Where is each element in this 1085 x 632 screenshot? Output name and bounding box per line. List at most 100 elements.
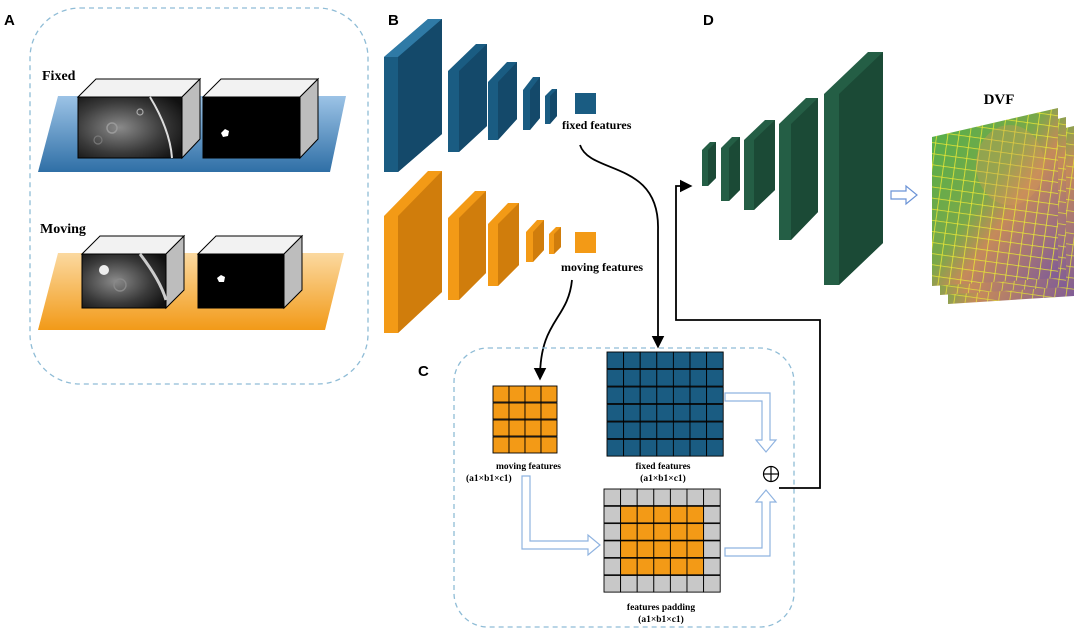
- fixed-encoder-layer-4: [523, 77, 540, 130]
- decoder-to-dvf-arrow: [890, 184, 918, 206]
- padding-to-sum-arrow: [724, 489, 778, 557]
- padding-border-cell: [603, 505, 622, 524]
- fixed-mask-cube: [201, 77, 320, 160]
- moving-label: Moving: [40, 222, 86, 237]
- fixed-grid-cell: [656, 439, 674, 457]
- padding-border-cell: [669, 575, 688, 593]
- fixed-features-label: fixed features: [562, 118, 632, 132]
- fixed-grid-cell: [689, 404, 708, 422]
- fixed-grid-cell: [706, 404, 724, 422]
- moving-grid-cell: [508, 402, 526, 420]
- padding-inner-cell: [686, 540, 705, 558]
- padding-inner-cell: [653, 557, 671, 576]
- padding-inner-cell: [620, 557, 638, 576]
- fixed-grid-cell: [689, 351, 708, 370]
- padding-border-cell: [603, 575, 622, 593]
- padding-inner-cell: [669, 505, 688, 524]
- fixed-encoder-layer-2: [448, 44, 487, 152]
- padding-border-cell: [603, 488, 622, 507]
- moving-grid-cell: [492, 419, 510, 437]
- moving-grid-cell: [540, 436, 558, 454]
- fixed-features-grid-dims: (a1×b1×c1): [640, 473, 686, 484]
- padding-features-grid: [603, 488, 721, 593]
- fixed-grid-cell: [639, 421, 658, 440]
- fixed-to-sum-arrow: [724, 392, 778, 453]
- fixed-grid-cell: [639, 369, 658, 387]
- fixed-grid-cell: [623, 404, 641, 422]
- padding-border-cell: [686, 488, 705, 507]
- padding-inner-cell: [620, 523, 638, 541]
- padding-inner-cell: [686, 557, 705, 576]
- moving-grid-cell: [508, 436, 526, 454]
- moving-encoder-layer-1: [384, 171, 442, 333]
- moving-image-cube: [80, 234, 186, 310]
- padding-inner-cell: [636, 523, 655, 541]
- padding-inner-cell: [669, 557, 688, 576]
- dvf-stack: [932, 108, 1074, 304]
- fixed-grid-cell: [706, 351, 724, 370]
- padding-inner-cell: [686, 505, 705, 524]
- panel-d: D DVF: [702, 12, 1074, 304]
- sum-to-decoder-arrow: [675, 179, 821, 489]
- moving-encoder-layer-2: [448, 191, 486, 300]
- panel-c-letter: C: [418, 363, 429, 380]
- padding-inner-cell: [653, 540, 671, 558]
- fixed-grid-cell: [689, 439, 708, 457]
- padding-inner-cell: [620, 540, 638, 558]
- fixed-grid-cell: [672, 421, 691, 440]
- moving-grid-cell: [540, 419, 558, 437]
- fixed-grid-cell: [623, 421, 641, 440]
- padding-border-cell: [703, 488, 721, 507]
- fixed-grid-cell: [672, 351, 691, 370]
- fixed-features-block: [575, 93, 596, 114]
- padding-border-cell: [603, 540, 622, 558]
- padding-inner-cell: [669, 540, 688, 558]
- fixed-grid-cell: [656, 351, 674, 370]
- fixed-encoder-layer-5: [545, 89, 557, 124]
- fixed-image-cube: [76, 77, 202, 160]
- padding-border-cell: [669, 488, 688, 507]
- padding-border-cell: [703, 523, 721, 541]
- moving-features-grid-dims: (a1×b1×c1): [466, 473, 512, 484]
- fixed-grid-cell: [606, 421, 625, 440]
- fixed-grid-cell: [689, 386, 708, 405]
- padding-border-cell: [636, 575, 655, 593]
- moving-grid-cell: [492, 436, 510, 454]
- fixed-grid-cell: [606, 369, 625, 387]
- fixed-features-grid-label: fixed features: [636, 462, 691, 472]
- moving-to-grid-arrow: [533, 279, 573, 381]
- moving-grid-cell: [508, 385, 526, 403]
- panel-d-letter: D: [703, 12, 714, 29]
- decoder-layer-3: [744, 120, 775, 210]
- padding-border-cell: [636, 488, 655, 507]
- decoder-layer-5: [824, 52, 883, 285]
- fixed-grid-cell: [689, 369, 708, 387]
- panel-b-letter: B: [388, 12, 399, 29]
- padding-inner-cell: [653, 505, 671, 524]
- fixed-encoder-layer-1: [384, 19, 442, 172]
- decoder-layer-2: [721, 137, 740, 201]
- sum-operator: [762, 465, 780, 483]
- moving-encoder-layer-4: [526, 220, 544, 262]
- padding-inner-cell: [636, 540, 655, 558]
- padding-border-cell: [653, 575, 671, 593]
- decoder: [702, 52, 883, 285]
- dvf-label: DVF: [984, 92, 1015, 108]
- fixed-grid-cell: [689, 421, 708, 440]
- fixed-grid-cell: [656, 421, 674, 440]
- padding-inner-cell: [669, 523, 688, 541]
- moving-grid-cell: [540, 402, 558, 420]
- padding-border-cell: [620, 488, 638, 507]
- fixed-grid-cell: [606, 351, 625, 370]
- fixed-grid-cell: [706, 421, 724, 440]
- padding-inner-cell: [636, 557, 655, 576]
- padding-border-cell: [703, 557, 721, 576]
- moving-grid-cell: [524, 436, 542, 454]
- moving-to-padding-arrow: [521, 475, 601, 557]
- fixed-to-grid-arrow: [579, 144, 665, 349]
- moving-features-grid: [492, 385, 558, 454]
- fixed-grid-cell: [623, 386, 641, 405]
- padding-border-cell: [603, 523, 622, 541]
- moving-encoder-layer-5: [549, 227, 561, 254]
- panel-b: B: [384, 12, 643, 333]
